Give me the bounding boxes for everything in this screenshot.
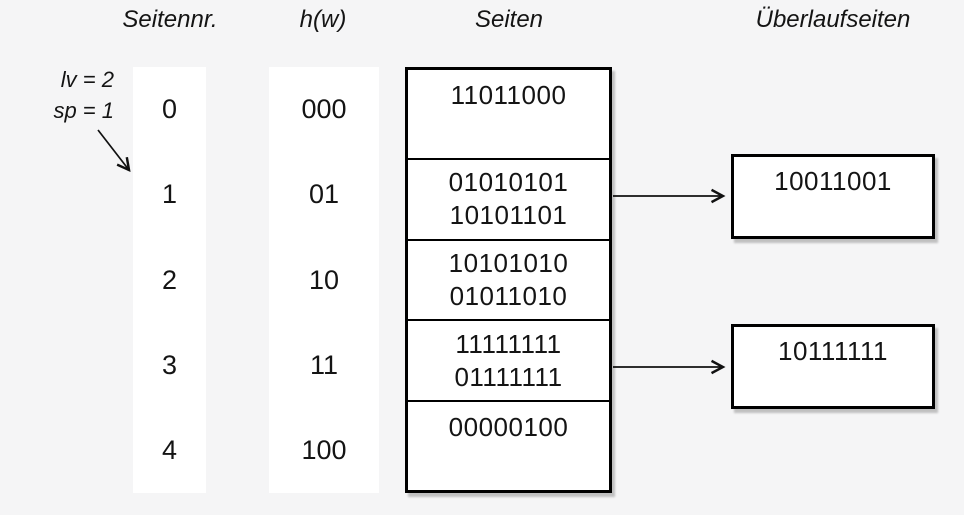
page-cell-4: 00000100 bbox=[408, 402, 609, 490]
header-seiten: Seiten bbox=[474, 6, 544, 33]
annotation-block: lv = 2 sp = 1 bbox=[14, 64, 114, 126]
page-entry: 01011010 bbox=[449, 280, 568, 311]
hw-value-4: 100 bbox=[301, 434, 347, 465]
seitennr-column: 0 1 2 3 4 bbox=[133, 67, 206, 493]
overflow-box-2: 10111111 bbox=[731, 324, 935, 409]
overflow-box-1: 10011001 bbox=[731, 154, 935, 239]
header-hw: h(w) bbox=[299, 6, 347, 33]
page-cell-1: 01010101 10101101 bbox=[408, 160, 609, 241]
overflow-entry: 10111111 bbox=[777, 336, 889, 366]
hw-value-3: 11 bbox=[309, 349, 339, 380]
page-entry: 11011000 bbox=[450, 80, 567, 110]
page-entry: 01010101 bbox=[448, 167, 569, 198]
header-seitennr: Seitennr. bbox=[122, 6, 218, 33]
seitennr-value-1: 1 bbox=[161, 179, 178, 210]
annotation-sp: sp = 1 bbox=[53, 98, 114, 123]
page-cell-0: 11011000 bbox=[408, 70, 609, 160]
page-cell-2: 10101010 01011010 bbox=[408, 241, 609, 322]
page-entry: 11111111 bbox=[455, 328, 562, 359]
hw-value-2: 10 bbox=[308, 264, 340, 295]
hw-column: 000 01 10 11 100 bbox=[269, 67, 379, 493]
header-ueberlaufseiten: Überlaufseiten bbox=[755, 6, 911, 33]
page-entry: 01111111 bbox=[454, 361, 563, 392]
hw-value-1: 01 bbox=[308, 179, 340, 210]
sp-pointer-arrow bbox=[97, 129, 129, 170]
annotation-lv: lv = 2 bbox=[60, 67, 114, 92]
page-entry: 10101010 bbox=[448, 247, 569, 278]
seitennr-value-2: 2 bbox=[161, 264, 178, 295]
seitennr-value-4: 4 bbox=[161, 434, 178, 465]
pages-box: 11011000 01010101 10101101 10101010 0101… bbox=[405, 67, 612, 493]
overflow-entry: 10011001 bbox=[774, 166, 892, 196]
page-entry: 00000100 bbox=[448, 412, 569, 443]
seitennr-value-0: 0 bbox=[161, 94, 178, 125]
seitennr-value-3: 3 bbox=[161, 349, 178, 380]
page-cell-3: 11111111 01111111 bbox=[408, 321, 609, 403]
page-entry: 10101101 bbox=[449, 200, 568, 231]
hw-value-0: 000 bbox=[301, 94, 347, 125]
